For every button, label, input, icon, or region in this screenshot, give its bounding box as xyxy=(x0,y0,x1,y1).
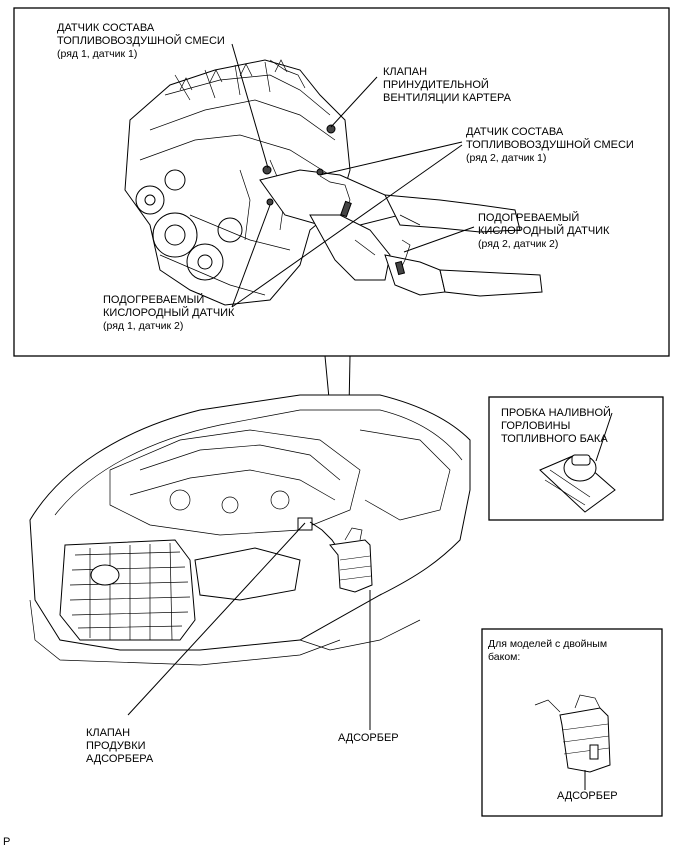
label-line: ПОДОГРЕВАЕМЫЙ xyxy=(103,294,205,306)
purge-valve-leader xyxy=(127,522,306,716)
fuel-cap-drawing xyxy=(539,454,616,513)
label-ho2-sensor-bank2-sensor2: ПОДОГРЕВАЕМЫЙ КИСЛОРОДНЫЙ ДАТЧИК (ряд 2,… xyxy=(478,212,609,251)
label-af-sensor-bank2-sensor1: ДАТЧИК СОСТАВА ТОПЛИВОВОЗДУШНОЙ СМЕСИ (р… xyxy=(466,126,634,165)
engine-drawing xyxy=(124,59,351,306)
label-dual-tank-note: Для моделей с двойным баком: xyxy=(488,638,607,664)
footer-code: P xyxy=(3,836,11,848)
label-line: ДАТЧИК СОСТАВА xyxy=(57,22,155,34)
label-af-sensor-bank1-sensor1: ДАТЧИК СОСТАВА ТОПЛИВОВОЗДУШНОЙ СМЕСИ (р… xyxy=(57,22,225,61)
label-line: (ряд 2, датчик 1) xyxy=(466,152,547,164)
exhaust-drawing xyxy=(259,165,543,297)
label-line: КИСЛОРОДНЫЙ ДАТЧИК xyxy=(103,307,235,319)
fuel-cap-frame xyxy=(488,396,664,521)
label-pcv-valve: КЛАПАН ПРИНУДИТЕЛЬНОЙ ВЕНТИЛЯЦИИ КАРТЕРА xyxy=(383,66,511,105)
label-line: КЛАПАН xyxy=(86,727,131,739)
dual-tank-canister-drawing xyxy=(534,694,611,773)
fuel-cap-leader xyxy=(595,412,613,462)
label-line: ТОПЛИВНОГО БАКА xyxy=(501,433,608,445)
engine-detail-frame xyxy=(13,7,670,357)
label-line: АДСОРБЕРА xyxy=(86,753,154,765)
label-line: ДАТЧИК СОСТАВА xyxy=(466,126,564,138)
label-line: (ряд 2, датчик 2) xyxy=(478,238,559,250)
label-line: (ряд 1, датчик 2) xyxy=(103,320,184,332)
label-line: ПРОБКА НАЛИВНОЙ xyxy=(501,407,611,419)
label-canister-inset: АДСОРБЕР xyxy=(557,790,618,802)
label-line: ТОПЛИВОВОЗДУШНОЙ СМЕСИ xyxy=(466,139,634,151)
label-line: КИСЛОРОДНЫЙ ДАТЧИК xyxy=(478,225,610,237)
label-line: ВЕНТИЛЯЦИИ КАРТЕРА xyxy=(383,92,511,104)
label-ho2-sensor-bank1-sensor2: ПОДОГРЕВАЕМЫЙ КИСЛОРОДНЫЙ ДАТЧИК (ряд 1,… xyxy=(103,294,234,333)
label-purge-valve: КЛАПАН ПРОДУВКИ АДСОРБЕРА xyxy=(86,727,153,766)
vehicle-drawing xyxy=(29,394,471,666)
label-line: ПРИНУДИТЕЛЬНОЙ xyxy=(383,79,489,91)
label-canister: АДСОРБЕР xyxy=(338,732,399,744)
label-line: баком: xyxy=(488,651,521,663)
label-line: ПРОДУВКИ xyxy=(86,740,146,752)
dual-tank-frame xyxy=(481,628,663,817)
label-line: (ряд 1, датчик 1) xyxy=(57,48,138,60)
label-line: ГОРЛОВИНЫ xyxy=(501,420,571,432)
label-line: Для моделей с двойным xyxy=(488,638,608,650)
label-fuel-cap: ПРОБКА НАЛИВНОЙ ГОРЛОВИНЫ ТОПЛИВНОГО БАК… xyxy=(501,407,611,446)
label-line: КЛАПАН xyxy=(383,66,428,78)
label-line: ТОПЛИВОВОЗДУШНОЙ СМЕСИ xyxy=(57,35,225,47)
label-line: ПОДОГРЕВАЕМЫЙ xyxy=(478,212,580,224)
